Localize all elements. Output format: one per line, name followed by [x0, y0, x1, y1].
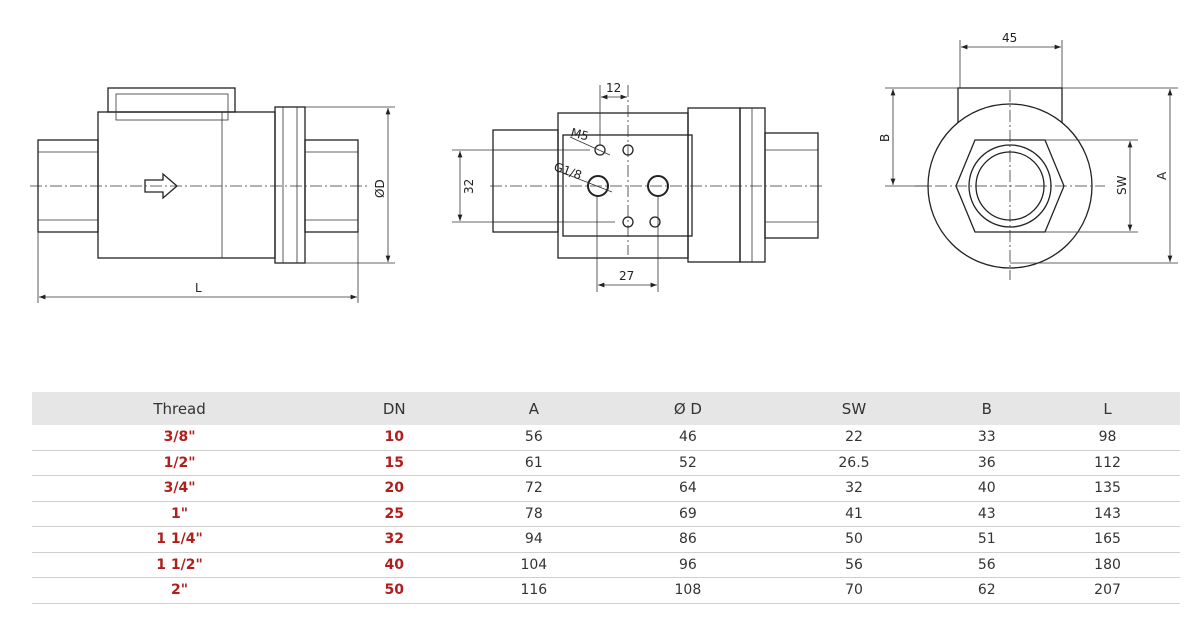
table-cell: 112: [1035, 450, 1180, 476]
column-header: SW: [769, 392, 939, 425]
column-header: B: [938, 392, 1036, 425]
table-cell: 40: [938, 475, 1036, 502]
table-cell: 69: [606, 501, 770, 527]
dimension-label: M5: [569, 125, 590, 143]
table-cell: 180: [1035, 552, 1180, 578]
dimension-label: B: [878, 134, 892, 142]
table-cell: 10: [327, 425, 462, 451]
top-view: 12 M5 G1/8 32 27: [452, 81, 825, 292]
dimension-label: ØD: [373, 179, 387, 198]
table-cell: 40: [327, 552, 462, 578]
technical-drawing: ØD L 12 M5 G1/8 32 27: [30, 31, 1178, 303]
column-header: Ø D: [606, 392, 770, 425]
table-cell: 50: [327, 577, 462, 604]
column-header: A: [461, 392, 607, 425]
dimension-label: A: [1155, 171, 1169, 180]
dimension-label: G1/8: [552, 160, 584, 183]
table-cell: 108: [606, 577, 770, 604]
table-cell: 207: [1035, 577, 1180, 604]
table-cell: 78: [461, 501, 607, 527]
table-cell: 46: [606, 425, 770, 451]
column-header: L: [1035, 392, 1180, 425]
dimension-label: 27: [619, 269, 634, 283]
column-header: DN: [327, 392, 462, 425]
table-cell: 1/2": [32, 450, 328, 476]
table-cell: 3/8": [32, 425, 328, 451]
table-cell: 56: [769, 552, 939, 578]
table-cell: 62: [938, 577, 1036, 604]
dimension-label: 45: [1002, 31, 1017, 45]
dimension-label: L: [195, 281, 202, 295]
table-cell: 94: [461, 526, 607, 553]
table-cell: 96: [606, 552, 770, 578]
table-cell: 20: [327, 475, 462, 502]
table-cell: 43: [938, 501, 1036, 527]
column-header: Thread: [32, 392, 328, 425]
table-cell: 52: [606, 450, 770, 476]
table-cell: 116: [461, 577, 607, 604]
table-cell: 56: [461, 425, 607, 451]
table-cell: 36: [938, 450, 1036, 476]
table-cell: 41: [769, 501, 939, 527]
dimension-label: SW: [1115, 175, 1129, 195]
table-cell: 22: [769, 425, 939, 451]
end-view: 45 B A SW: [878, 31, 1178, 280]
table-cell: 32: [769, 475, 939, 502]
table-cell: 1 1/4": [32, 526, 328, 553]
table-cell: 33: [938, 425, 1036, 451]
table-cell: 1": [32, 501, 328, 527]
table-cell: 104: [461, 552, 607, 578]
table-cell: 70: [769, 577, 939, 604]
table-cell: 56: [938, 552, 1036, 578]
table-cell: 15: [327, 450, 462, 476]
table-cell: 135: [1035, 475, 1180, 502]
table-cell: 50: [769, 526, 939, 553]
table-cell: 72: [461, 475, 607, 502]
table-cell: 32: [327, 526, 462, 553]
table-cell: 86: [606, 526, 770, 553]
dimension-label: 32: [462, 179, 476, 194]
dimension-label: 12: [606, 81, 621, 95]
table-cell: 51: [938, 526, 1036, 553]
table-cell: 64: [606, 475, 770, 502]
table-cell: 143: [1035, 501, 1180, 527]
table-cell: 98: [1035, 425, 1180, 451]
table-cell: 1 1/2": [32, 552, 328, 578]
table-cell: 61: [461, 450, 607, 476]
flow-arrow-icon: [144, 172, 178, 200]
table-cell: 26.5: [769, 450, 939, 476]
table-cell: 165: [1035, 526, 1180, 553]
table-cell: 2": [32, 577, 328, 604]
table-cell: 3/4": [32, 475, 328, 502]
side-view: ØD L: [30, 87, 395, 303]
table-cell: 25: [327, 501, 462, 527]
